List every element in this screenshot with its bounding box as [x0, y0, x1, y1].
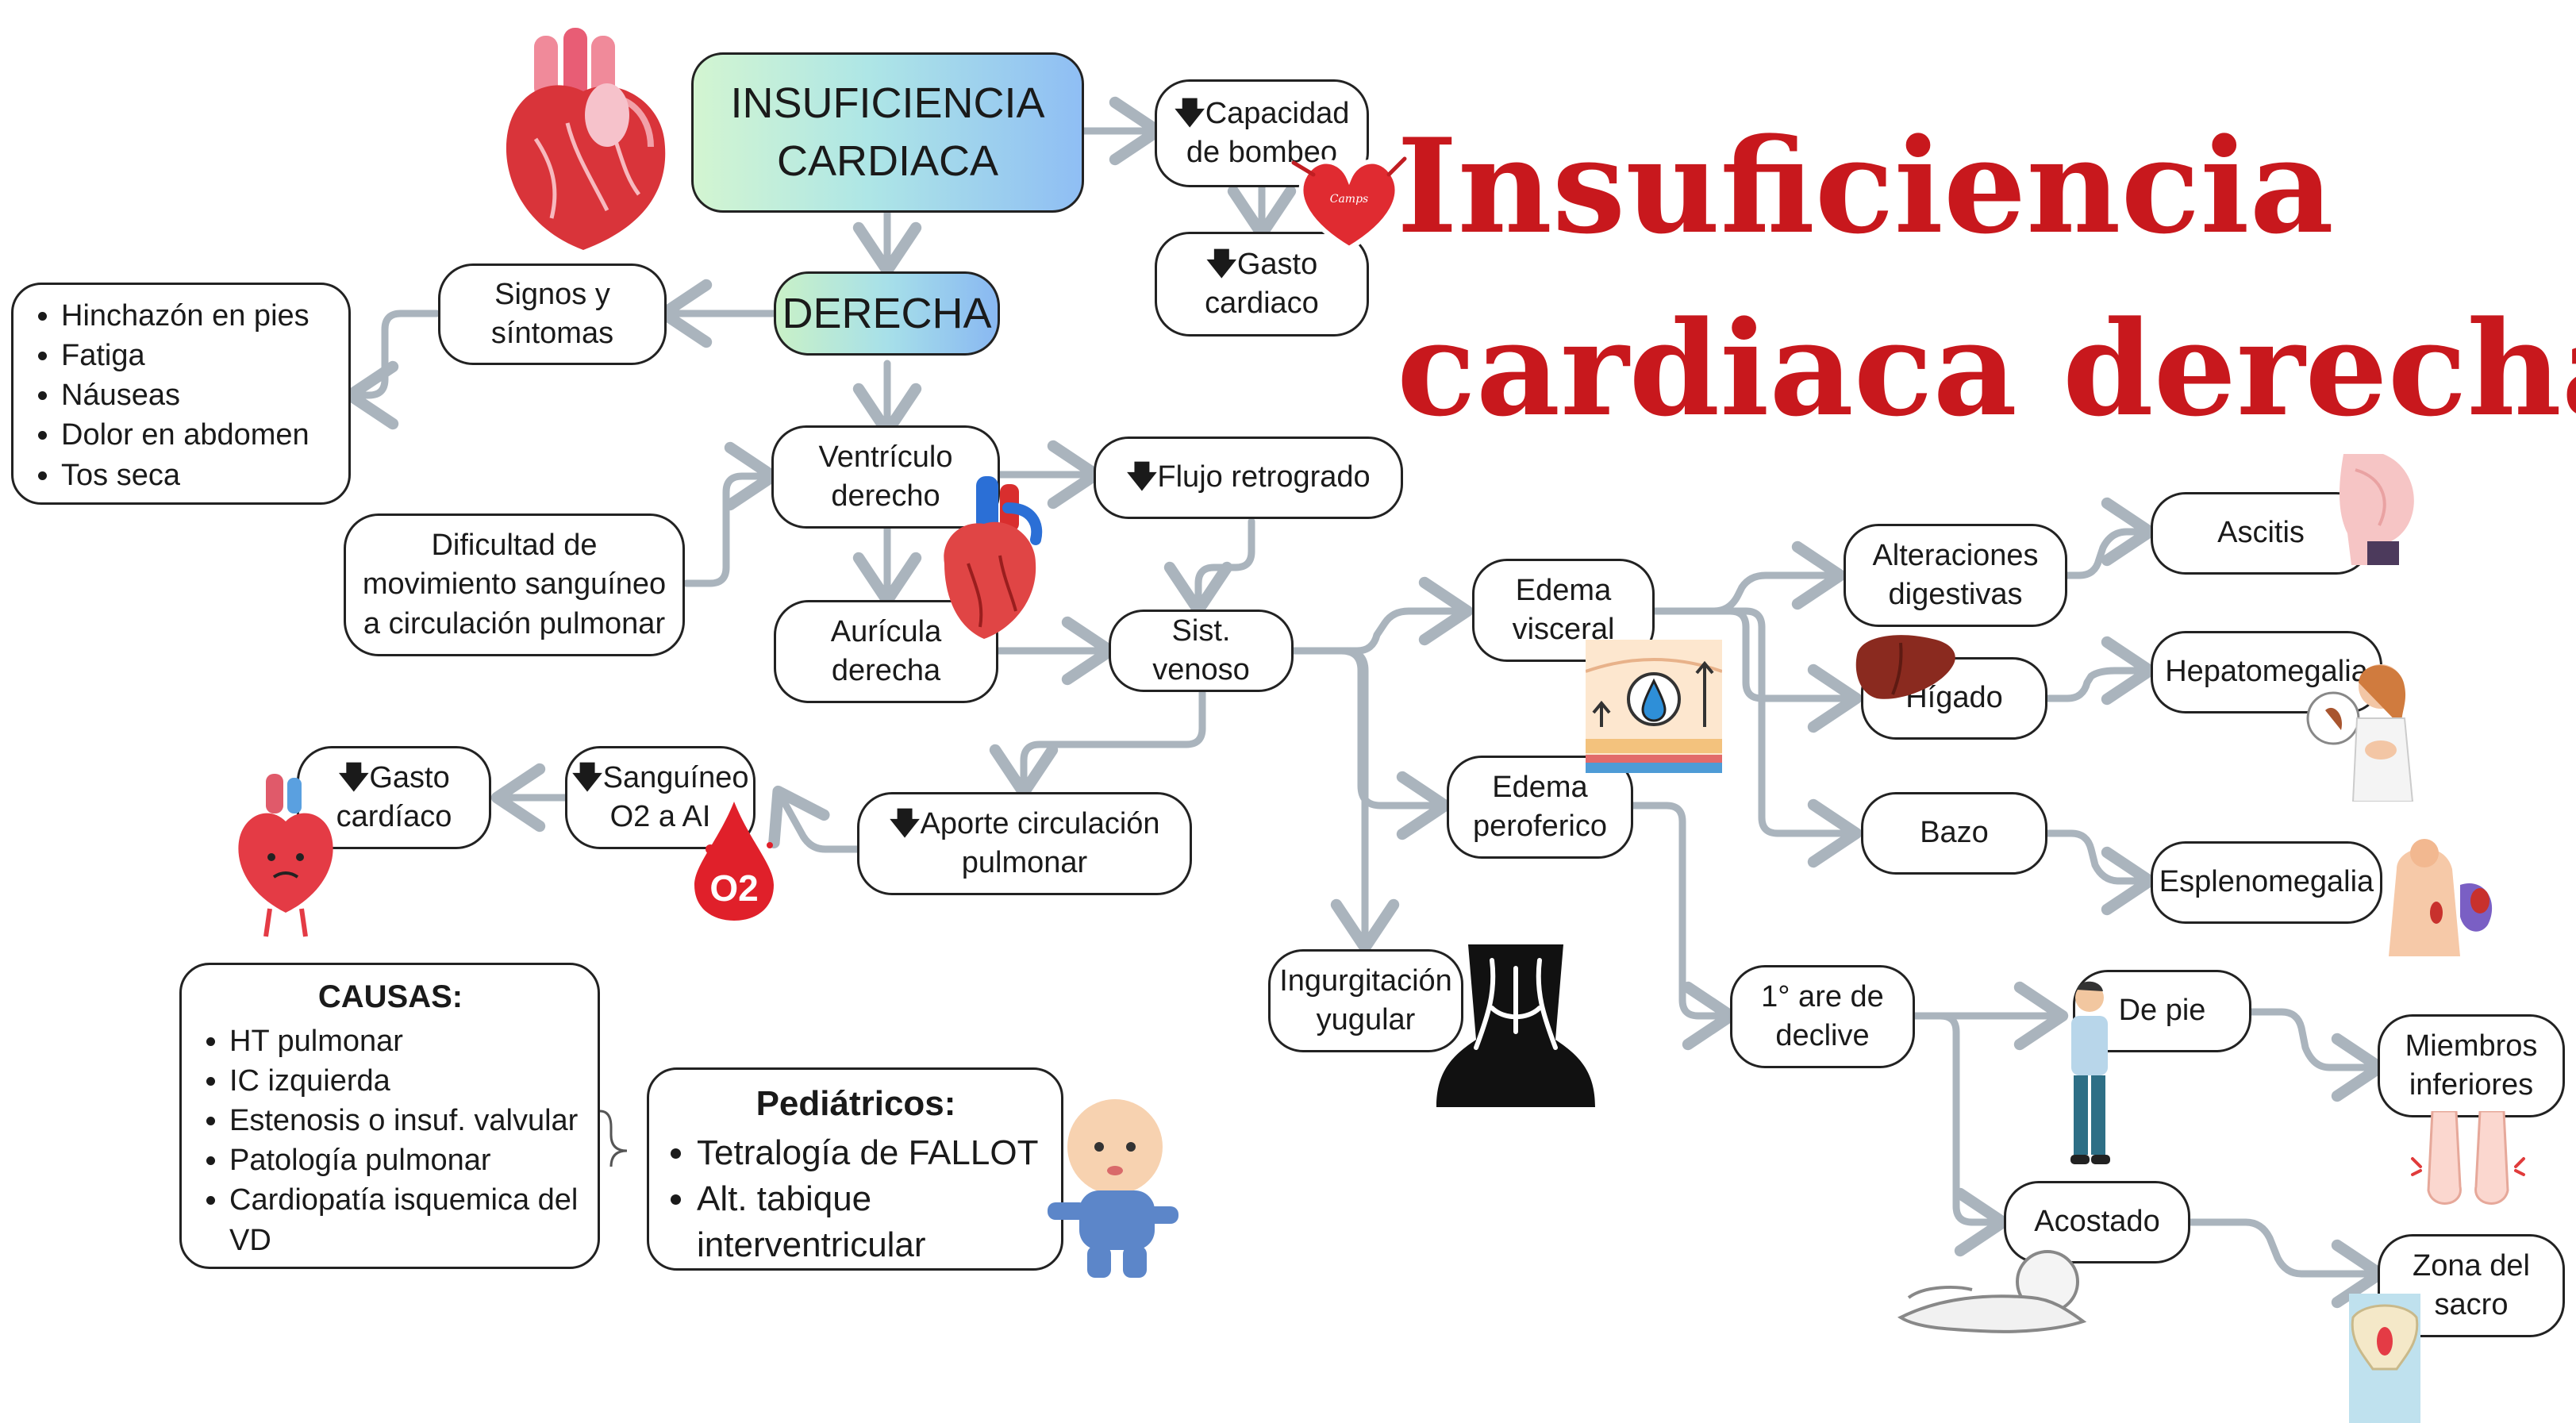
node-label: DERECHA [782, 286, 991, 341]
node-signos-sintomas[interactable]: Signos y síntomas [438, 263, 667, 365]
node-label: Acostado [2034, 1202, 2159, 1241]
node-label: 1° are de declive [1761, 978, 1884, 1056]
arrow-periferico-declive [1633, 806, 1724, 1016]
arrow-alteraciones-ascitis [2067, 532, 2143, 575]
node-declive[interactable]: 1° are de declive [1730, 965, 1915, 1068]
node-label: Esplenomegalia [2159, 863, 2374, 902]
causas-box: CAUSAS: HT pulmonar IC izquierda Estenos… [179, 963, 600, 1269]
page-title: Insuficiencia cardiaca derecha [1397, 95, 2576, 452]
belly-icon [2336, 454, 2424, 565]
heart-illustration-large [488, 12, 679, 258]
causa-item: Estenosis o insuf. valvular [229, 1101, 582, 1140]
pediatricos-title: Pediátricos: [667, 1081, 1045, 1127]
arrow-visceral-alteraciones [1655, 575, 1833, 611]
down-arrow-icon: 🡇 [1126, 460, 1157, 494]
node-dificultad-movimiento[interactable]: Dificultad de movimiento sanguíneo a cir… [344, 513, 685, 656]
symptom-item: Tos seca [61, 456, 333, 495]
node-label: Bazo [1920, 813, 1989, 852]
node-label: Dificultad de movimiento sanguíneo a cir… [363, 526, 666, 644]
node-label: Miembros inferiores [2405, 1027, 2538, 1106]
arrow-dificultad-ventriculo [686, 476, 766, 583]
lying-person-icon [1893, 1242, 2107, 1345]
pelvis-sacrum-icon [2341, 1294, 2428, 1423]
sad-heart-character-icon [230, 774, 341, 940]
node-label: Sist. venoso [1122, 612, 1280, 690]
symptom-item: Náuseas [61, 375, 333, 415]
o2-label: O2 [709, 867, 758, 909]
causa-item: Patología pulmonar [229, 1140, 582, 1180]
symptom-item: Hinchazón en pies [61, 296, 333, 336]
symptom-item: Fatiga [61, 336, 333, 375]
node-label: INSUFICIENCIA CARDIACA [730, 75, 1044, 190]
arrow-bazo-esplenomegalia [2047, 833, 2143, 881]
arrow-flujo-venoso [1198, 521, 1251, 603]
node-insuficiencia-cardiaca[interactable]: INSUFICIENCIA CARDIACA [691, 52, 1084, 213]
symptom-list: Hinchazón en pies Fatiga Náuseas Dolor e… [11, 283, 351, 505]
node-label: Ingurgitación yugular [1279, 962, 1452, 1040]
node-label: Signos y síntomas [491, 275, 613, 354]
node-label: Flujo retrogrado [1157, 460, 1370, 494]
arrow-aporte-sanguineo [782, 798, 857, 849]
page-title-line1: Insuficiencia [1397, 95, 2576, 278]
neck-veins-icon [1436, 944, 1595, 1107]
causa-item: IC izquierda [229, 1061, 582, 1101]
standing-man-icon [2059, 980, 2119, 1171]
node-label: De pie [2119, 991, 2206, 1030]
arrow-signos-sintomas [357, 313, 436, 395]
node-label: Aporte circulación pulmonar [921, 807, 1160, 879]
node-label: Ascitis [2217, 513, 2305, 552]
symptom-item: Dolor en abdomen [61, 415, 333, 455]
down-arrow-icon: 🡇 [1175, 97, 1205, 130]
down-arrow-icon: 🡇 [572, 761, 603, 794]
down-arrow-icon: 🡇 [338, 761, 369, 794]
skin-edema-icon [1586, 640, 1722, 773]
node-alteraciones-digestivas[interactable]: Alteraciones digestivas [1844, 524, 2067, 627]
spleen-torso-icon [2381, 837, 2500, 956]
node-derecha[interactable]: DERECHA [774, 271, 1000, 356]
heart-anatomy-icon [936, 476, 1044, 643]
down-arrow-icon: 🡇 [1206, 248, 1237, 281]
pediatrico-item: Alt. tabique interventricular [697, 1176, 1045, 1268]
causa-item: HT pulmonar [229, 1021, 582, 1061]
node-bazo[interactable]: Bazo [1861, 792, 2047, 875]
node-label: Zona del sacro [2413, 1247, 2530, 1325]
baby-icon [1040, 1095, 1182, 1282]
swollen-feet-icon [2409, 1111, 2528, 1214]
node-sist-venoso[interactable]: Sist. venoso [1109, 610, 1294, 692]
node-esplenomegalia[interactable]: Esplenomegalia [2151, 841, 2382, 924]
arrow-higado-hepatomegalia [2047, 671, 2143, 698]
pediatricos-box: Pediátricos: Tetralogía de FALLOT Alt. t… [647, 1067, 1063, 1271]
node-label: Ventrículo derecho [819, 438, 953, 517]
node-flujo-retrogrado[interactable]: 🡇Flujo retrogrado [1094, 437, 1403, 519]
o2-drop-icon: O2 [682, 798, 786, 925]
node-ingurgitacion-yugular[interactable]: Ingurgitación yugular [1268, 949, 1463, 1052]
bracket-causas-pediatricos [600, 1111, 627, 1167]
arrow-venoso-ingurgitacion [1294, 651, 1365, 940]
node-label: Alteraciones digestivas [1872, 537, 2038, 615]
node-label: Edema visceral [1513, 571, 1615, 650]
arrow-venoso-visceral [1294, 611, 1460, 651]
title-area: Insuficiencia cardiaca derecha [1397, 79, 2576, 452]
arrow-venoso-aporte [1024, 693, 1202, 786]
arrow-declive-acostado [1915, 1016, 1996, 1222]
page-title-line2: cardiaca derecha [1397, 278, 2576, 452]
heart-sticker-icon: Camps [1290, 147, 1409, 254]
node-miembros-inferiores[interactable]: Miembros inferiores [2378, 1014, 2565, 1117]
node-aporte-circulacion[interactable]: 🡇Aporte circulación pulmonar [857, 792, 1192, 895]
causa-item: Cardiopatía isquemica del VD [229, 1180, 582, 1260]
woman-pain-icon [2286, 655, 2432, 802]
liver-icon [1853, 631, 1960, 706]
arrow-depie-miembros [2251, 1012, 2373, 1067]
sticker-signature: Camps [1330, 193, 1368, 206]
down-arrow-icon: 🡇 [889, 807, 920, 840]
causas-title: CAUSAS: [199, 976, 582, 1018]
node-label: Edema peroferico [1473, 768, 1607, 847]
pediatrico-item: Tetralogía de FALLOT [697, 1130, 1045, 1176]
arrow-acostado-sacro [2190, 1222, 2373, 1274]
node-label: Aurícula derecha [831, 613, 941, 691]
